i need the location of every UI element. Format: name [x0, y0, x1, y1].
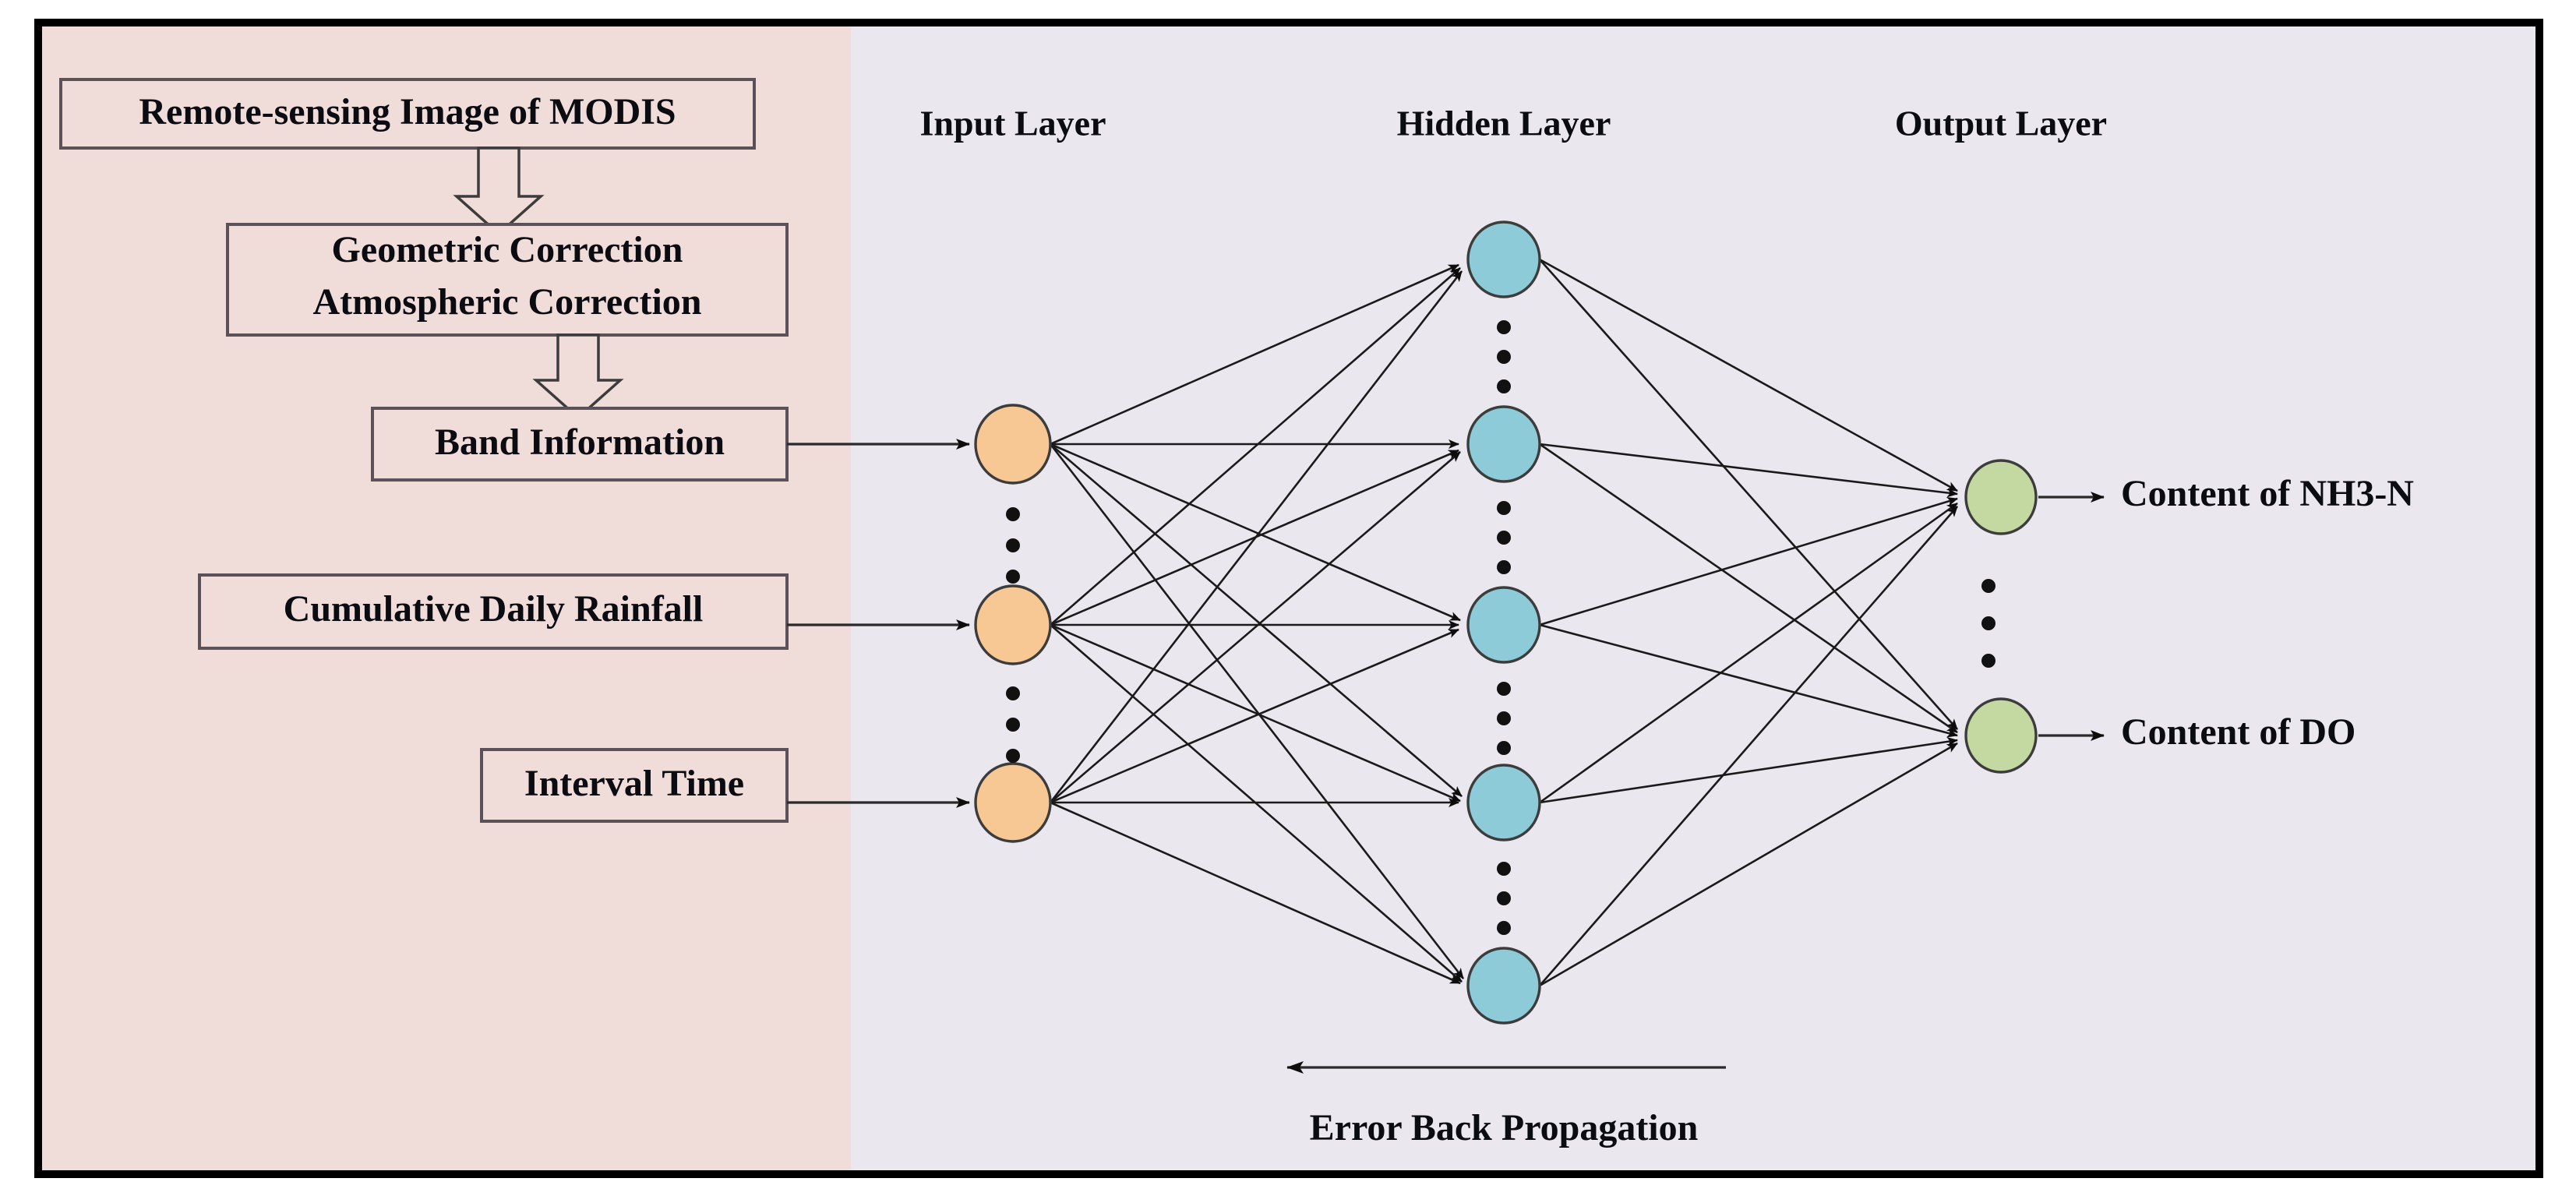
box-band-information-label: Band Information: [435, 422, 725, 463]
arrow-correction-to-band-icon: [532, 333, 624, 420]
box-outline: [371, 407, 789, 482]
input-hidden-connections: [1049, 263, 1465, 985]
connection-line: [1539, 742, 1958, 987]
output-layer-ellipsis-dots: [1981, 579, 1996, 668]
box-outline: [59, 78, 756, 150]
hidden-layer-label: Hidden Layer: [1397, 104, 1611, 143]
input-layer-label: Input Layer: [920, 104, 1106, 143]
connection-line: [1539, 497, 1958, 626]
connection-line: [1050, 623, 1461, 803]
box-corrections[interactable]: Geometric Correction Atmospheric Correct…: [226, 223, 789, 337]
arrow-image-to-correction-icon: [453, 146, 545, 236]
connection-line: [1539, 502, 1958, 804]
box-outline: [198, 573, 789, 650]
connection-line: [1050, 628, 1459, 804]
hidden-node[interactable]: [1466, 405, 1541, 483]
connection-line: [1539, 736, 1958, 804]
input-node[interactable]: [974, 762, 1052, 843]
box-cumulative-daily-rainfall-label: Cumulative Daily Rainfall: [284, 588, 704, 630]
hidden-output-connections: [1539, 258, 1958, 987]
error-back-propagation-group: Error Back Propagation: [1286, 1061, 1726, 1148]
input-node[interactable]: [974, 584, 1052, 665]
connection-line: [1049, 270, 1463, 803]
connection-line: [1050, 801, 1461, 985]
right-panel-background: [851, 26, 2535, 1170]
connection-line: [1539, 258, 1958, 492]
hidden-node[interactable]: [1466, 947, 1541, 1025]
hidden-layer-ellipsis-dots: [1497, 320, 1511, 935]
input-layer-ellipsis-dots: [1006, 507, 1020, 763]
output-layer-nodes: Content of NH3-N Content of DO: [1964, 459, 2414, 774]
connection-line: [1539, 443, 1958, 498]
preprocessing-flow: Remote-sensing Image of MODIS Geometric …: [59, 78, 789, 823]
box-remote-sensing-image-label: Remote-sensing Image of MODIS: [139, 91, 676, 132]
box-interval-time[interactable]: Interval Time: [480, 748, 789, 823]
connection-line: [1050, 443, 1461, 622]
layer-labels: Input Layer Hidden Layer Output Layer: [920, 104, 2108, 143]
box-outline: [226, 223, 789, 337]
hidden-node[interactable]: [1466, 220, 1541, 298]
error-back-propagation-label: Error Back Propagation: [1310, 1107, 1699, 1148]
output-label-do: Content of DO: [2121, 711, 2355, 753]
box-outline: [480, 748, 789, 823]
connection-line: [1539, 623, 1958, 738]
connection-line: [1539, 259, 1958, 730]
input-node[interactable]: [974, 404, 1052, 485]
input-feed-lines: [787, 439, 970, 808]
box-cumulative-daily-rainfall[interactable]: Cumulative Daily Rainfall: [198, 573, 789, 650]
hidden-node[interactable]: [1466, 586, 1541, 664]
connection-line: [1050, 263, 1459, 446]
box-atmospheric-correction-label: Atmospheric Correction: [313, 281, 702, 323]
connection-line: [1050, 267, 1461, 626]
input-layer-nodes: [974, 404, 1052, 843]
connection-line: [1050, 451, 1461, 803]
box-interval-time-label: Interval Time: [524, 763, 744, 804]
output-node[interactable]: [1964, 697, 2038, 774]
hidden-node[interactable]: [1466, 764, 1541, 841]
output-node[interactable]: [1964, 459, 2038, 535]
output-layer-label: Output Layer: [1895, 104, 2107, 143]
output-label-nh3n: Content of NH3-N: [2121, 473, 2414, 514]
hidden-layer-nodes: [1466, 220, 1541, 1025]
box-geometric-correction-label: Geometric Correction: [332, 229, 683, 270]
box-remote-sensing-image[interactable]: Remote-sensing Image of MODIS: [59, 78, 756, 150]
connection-line: [1539, 506, 1958, 986]
connection-line: [1539, 443, 1958, 734]
connection-line: [1050, 443, 1463, 797]
box-band-information[interactable]: Band Information: [371, 407, 789, 482]
connection-line: [1049, 443, 1465, 979]
